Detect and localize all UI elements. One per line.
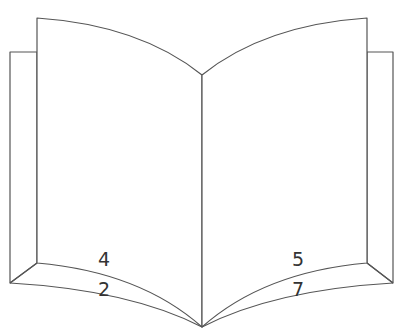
page-number: 4 — [98, 250, 110, 269]
page-number: 2 — [98, 280, 110, 299]
back-right-page — [367, 52, 393, 283]
page-number: 5 — [292, 250, 304, 269]
page-number: 7 — [292, 280, 304, 299]
page-corner — [367, 263, 393, 283]
front-left-page — [37, 18, 202, 327]
front-right-page — [202, 18, 367, 327]
page-corner — [10, 263, 37, 283]
back-left-page — [10, 52, 37, 283]
